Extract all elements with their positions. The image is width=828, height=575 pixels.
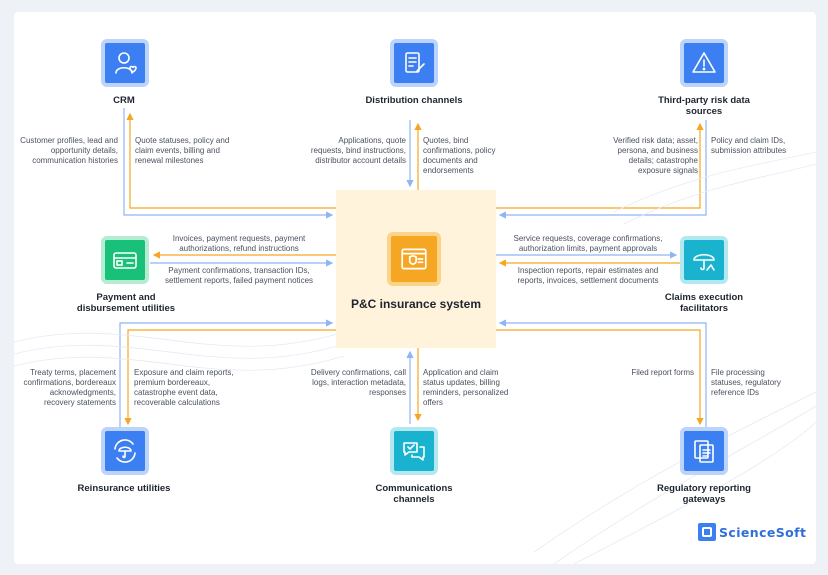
regulatory-outbound-connector xyxy=(496,329,704,426)
report-documents-icon xyxy=(680,427,728,475)
crm-outbound-connector xyxy=(126,112,336,209)
reinsurance-outbound-note: Exposure and claim reports, premium bord… xyxy=(134,368,234,407)
thirdparty-inbound-note: Verified risk data; asset, persona, and … xyxy=(613,136,698,175)
thirdparty-inbound-connector xyxy=(498,120,707,219)
claims-inbound-note: Service requests, coverage confirmations… xyxy=(513,234,663,253)
umbrella-cycle-icon xyxy=(101,427,149,475)
payment-outbound-note: Invoices, payment requests, payment auth… xyxy=(172,234,306,253)
claims-outbound-note: Inspection reports, repair estimates and… xyxy=(517,266,659,285)
communications-outbound-note: Application and claim status updates, bi… xyxy=(423,368,509,407)
claims-title: Claims execution facilitators xyxy=(664,292,744,314)
insurance-shield-window-icon xyxy=(387,232,441,286)
payment-inbound-note: Payment confirmations, transaction IDs, … xyxy=(164,266,314,285)
sciencesoft-logo-mark-icon xyxy=(698,523,716,541)
sciencesoft-logo: ScienceSoft xyxy=(698,521,808,543)
communications-inbound-note: Delivery confirmations, call logs, inter… xyxy=(310,368,406,397)
regulatory-title: Regulatory reporting gateways xyxy=(657,483,751,505)
distribution-inbound-note: Applications, quote requests, bind instr… xyxy=(310,136,406,165)
reinsurance-inbound-connector xyxy=(119,319,334,430)
crm-outbound-note: Quote statuses, policy and claim events,… xyxy=(135,136,230,165)
core-system-title: P&C insurance system xyxy=(350,297,482,311)
reinsurance-inbound-note: Treaty terms, placement confirmations, b… xyxy=(23,368,117,407)
crm-inbound-connector xyxy=(123,108,334,219)
credit-card-icon xyxy=(101,236,149,284)
diagram-canvas: CRM Customer profiles, lead and opportun… xyxy=(14,12,816,564)
reinsurance-outbound-connector xyxy=(124,329,336,426)
payment-title: Payment and disbursement utilities xyxy=(76,292,176,314)
warning-triangle-icon xyxy=(680,39,728,87)
thirdparty-title: Third-party risk data sources xyxy=(658,95,750,117)
thirdparty-outbound-note: Policy and claim IDs, submission attribu… xyxy=(711,136,787,155)
regulatory-inbound-note: File processing statuses, regulatory ref… xyxy=(711,368,781,397)
reinsurance-title: Reinsurance utilities xyxy=(77,483,171,494)
regulatory-outbound-note: Filed report forms xyxy=(631,368,694,377)
thirdparty-outbound-connector xyxy=(496,122,704,209)
chat-bubbles-icon xyxy=(390,427,438,475)
umbrella-hand-icon xyxy=(680,236,728,284)
regulatory-inbound-connector xyxy=(498,319,707,430)
brand-name: ScienceSoft xyxy=(719,524,807,540)
document-pen-icon xyxy=(390,39,438,87)
communications-title: Communications channels xyxy=(375,483,453,505)
connector-layer xyxy=(14,108,816,564)
crm-title: CRM xyxy=(113,95,135,106)
distribution-title: Distribution channels xyxy=(365,95,463,106)
background-wave-lines xyxy=(14,151,816,564)
customer-heart-icon xyxy=(101,39,149,87)
distribution-outbound-note: Quotes, bind confirmations, policy docum… xyxy=(423,136,496,175)
crm-inbound-note: Customer profiles, lead and opportunity … xyxy=(20,136,118,165)
